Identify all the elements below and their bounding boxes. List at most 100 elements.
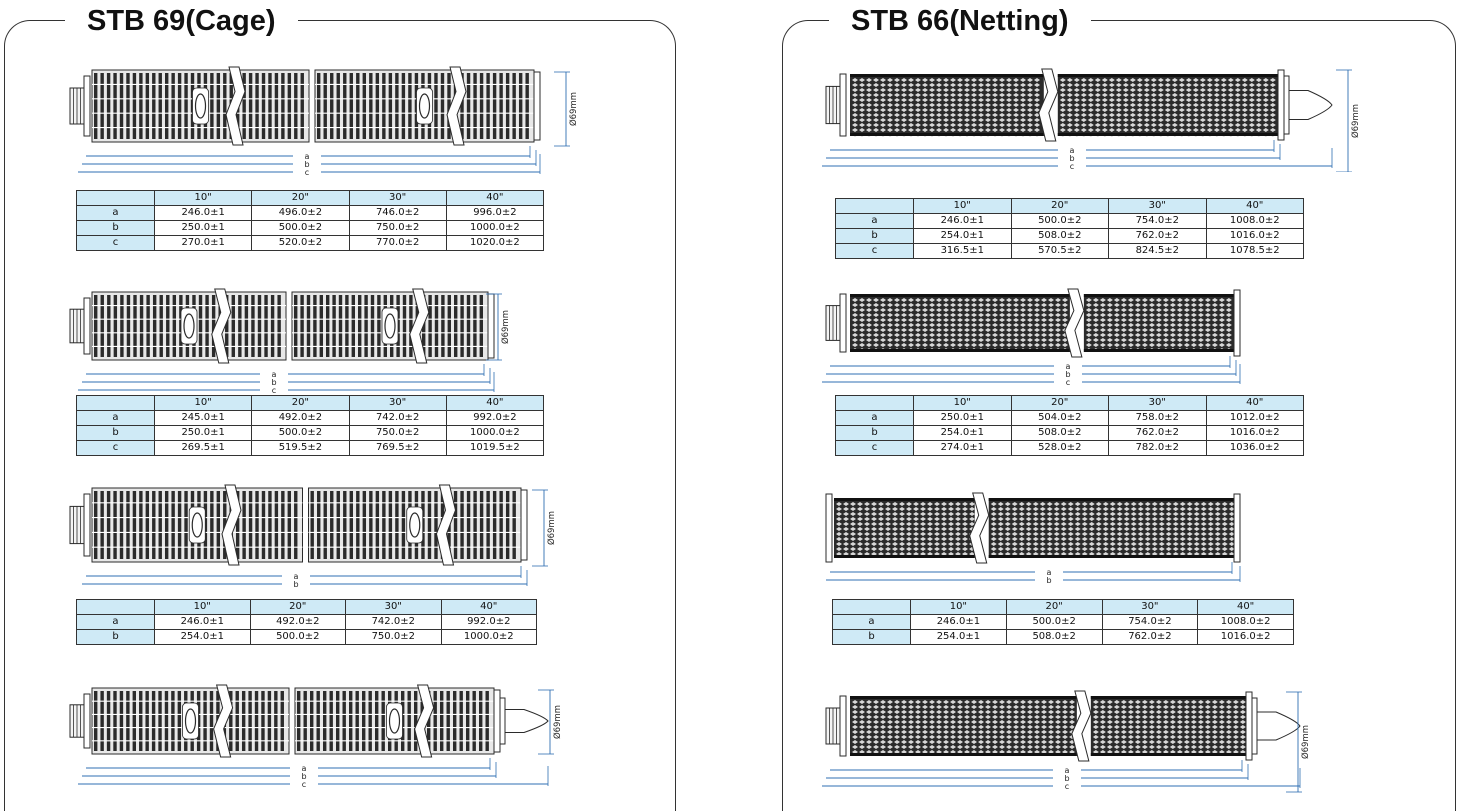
dimension-label: a	[294, 572, 299, 581]
table-cell: 269.5±1	[153, 440, 253, 456]
table-cell: 245.0±1	[153, 410, 253, 426]
table-cell: 1019.5±2	[445, 440, 545, 456]
row-label: b	[76, 425, 155, 441]
row-label: c	[835, 243, 914, 259]
netting-section	[850, 294, 1070, 352]
table-cell: 758.0±2	[1108, 410, 1207, 426]
column-header: 20"	[1010, 198, 1109, 214]
table-cell: 824.5±2	[1108, 243, 1207, 259]
cage-section	[291, 291, 489, 361]
column-header: 40"	[1197, 599, 1294, 615]
table-cell: 492.0±2	[251, 410, 350, 426]
break-mark	[969, 492, 990, 564]
column-header: 30"	[345, 599, 442, 615]
table-cell: 508.0±2	[1005, 629, 1103, 645]
break-mark	[1038, 68, 1059, 142]
table-cell: 254.0±1	[913, 425, 1012, 441]
end-cap	[493, 689, 501, 753]
table-cell: 1008.0±2	[1197, 614, 1294, 630]
diameter-label: Ø69mm	[568, 92, 579, 126]
table-cell: 750.0±2	[345, 629, 442, 645]
table-cell: 1078.5±2	[1205, 243, 1304, 259]
end-cap	[487, 293, 495, 359]
column-header: 20"	[251, 190, 350, 206]
table-cell: 762.0±2	[1108, 228, 1207, 244]
table-cell: 1036.0±2	[1205, 440, 1304, 456]
dimension-label: c	[272, 386, 276, 395]
adapter-end	[825, 695, 847, 757]
netting-section	[1057, 74, 1278, 137]
table-header-row: 10"20"30"40"	[76, 599, 537, 615]
row-label: b	[835, 228, 914, 244]
table-cell: 996.0±2	[445, 205, 545, 221]
diameter-label: Ø69mm	[546, 511, 557, 545]
table-cell: 1012.0±2	[1205, 410, 1304, 426]
dimension-label: c	[1070, 162, 1074, 171]
table-cell: 508.0±2	[1010, 228, 1109, 244]
table-cell: 762.0±2	[1101, 629, 1199, 645]
end-cap	[825, 493, 833, 563]
table-cell: 246.0±1	[153, 205, 253, 221]
column-header: 10"	[154, 599, 251, 615]
cage-section	[91, 69, 310, 143]
diameter-label: Ø69mm	[552, 705, 563, 739]
cartridge-svg: ab	[825, 492, 1241, 585]
netting-section	[1083, 294, 1234, 352]
dimension-label: a	[1065, 766, 1070, 775]
column-header: 40"	[1205, 198, 1304, 214]
adapter-end	[69, 75, 91, 137]
end-cap	[1233, 493, 1241, 563]
table-header-row: 10"20"30"40"	[835, 395, 1304, 411]
column-header: 20"	[1005, 599, 1103, 615]
table-cell: 528.0±2	[1010, 440, 1109, 456]
bullet-end	[1251, 697, 1301, 755]
table-cell: 508.0±2	[1010, 425, 1109, 441]
table-cell: 782.0±2	[1108, 440, 1207, 456]
column-header: 40"	[440, 599, 537, 615]
cage-section	[308, 487, 522, 563]
column-header: 10"	[153, 190, 253, 206]
break-mark	[446, 66, 467, 146]
table-cell: 492.0±2	[249, 614, 346, 630]
cage-section	[294, 687, 495, 755]
table-cell: 754.0±2	[1101, 614, 1199, 630]
cage-section	[91, 687, 290, 755]
table-cell: 500.0±2	[251, 425, 350, 441]
table-cell: 1016.0±2	[1197, 629, 1294, 645]
cage-section	[314, 69, 535, 143]
table-cell: 250.0±1	[153, 220, 253, 236]
column-header: 10"	[153, 395, 253, 411]
dimension-label: a	[305, 152, 310, 161]
table-cell: 750.0±2	[348, 220, 447, 236]
row-label: b	[832, 629, 911, 645]
break-mark	[414, 684, 435, 758]
table-corner-cell	[76, 599, 155, 615]
dimension-label: b	[1046, 576, 1051, 585]
dimension-label: a	[272, 370, 277, 379]
table-cell: 1020.0±2	[445, 235, 545, 251]
table-corner-cell	[76, 190, 155, 206]
netting-section	[850, 74, 1044, 137]
dimension-label: c	[1065, 782, 1069, 791]
table-cell: 1000.0±2	[440, 629, 537, 645]
adapter-end	[69, 693, 91, 749]
column-header: 10"	[910, 599, 1007, 615]
